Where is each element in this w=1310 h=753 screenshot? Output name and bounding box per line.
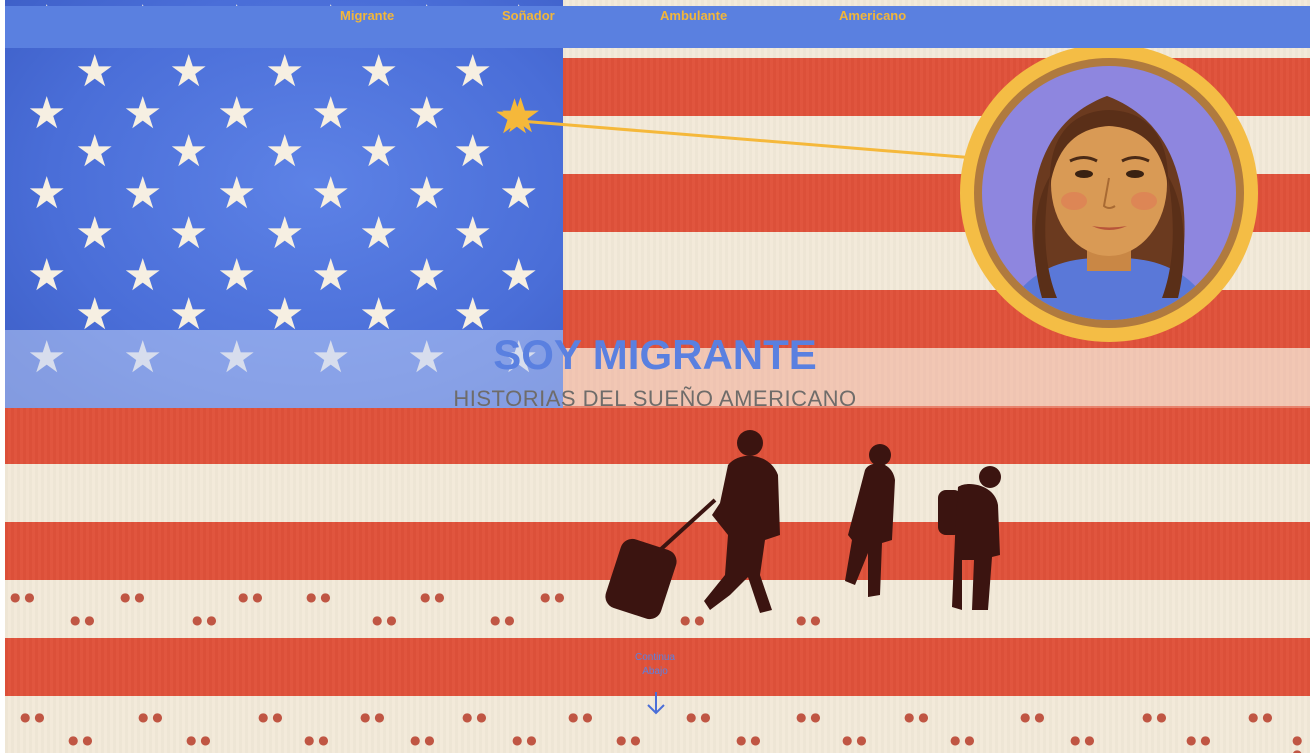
flag-star-icon: ★: [407, 250, 447, 301]
footprint-icon: ● ●: [568, 710, 593, 724]
flag-star-icon: ★: [359, 46, 399, 97]
flag-star-icon: ★: [169, 289, 209, 340]
footprint-icon: ● ●: [138, 710, 163, 724]
portrait-ring: [974, 58, 1244, 328]
flag-star-icon: ★: [407, 168, 447, 219]
canton-overlay: [5, 330, 563, 408]
flag-star-icon: ★: [75, 46, 115, 97]
stripe-overlay: [563, 348, 1310, 408]
footprint-icon: ● ●: [192, 613, 217, 627]
footprint-icon: ● ●: [686, 710, 711, 724]
flag-star-icon: ★: [499, 88, 543, 144]
flag-star-icon: ★: [169, 126, 209, 177]
portrait-frame: [960, 44, 1258, 342]
gold-star-icon: ★: [493, 89, 537, 145]
page-title: SOY MIGRANTE: [493, 331, 817, 378]
flag-star-icon: ★: [311, 168, 351, 219]
nav-item-migrante[interactable]: Migrante: [340, 8, 395, 23]
footprint-icon: ● ●: [680, 613, 705, 627]
flag-star-icon: ★: [359, 289, 399, 340]
footprint-icon: ● ●: [736, 733, 761, 747]
footprint-icon: ● ●: [70, 613, 95, 627]
flag-star-icon: ★: [407, 88, 447, 139]
footprint-icon: ● ●: [238, 590, 263, 604]
footprint-icon: ● ●: [616, 733, 641, 747]
footprint-icon: ● ●: [304, 733, 329, 747]
footprint-icon: ● ●: [258, 710, 283, 724]
flag-star-icon: ★: [75, 208, 115, 259]
footprint-icon: ● ●: [68, 733, 93, 747]
page-edge: [0, 0, 5, 753]
flag-star-icon: ★: [265, 289, 305, 340]
flag-star-icon: ★: [217, 168, 257, 219]
footprint-icon: ● ●: [512, 733, 537, 747]
migrants-silhouette-illustration: [605, 430, 1001, 620]
flag-star-icon: ★: [217, 250, 257, 301]
flag-star-icon: ★: [311, 250, 351, 301]
footprint-icon: ● ●: [410, 733, 435, 747]
flag-star-icon: ★: [499, 168, 539, 219]
scroll-hint[interactable]: Continua Abajo: [605, 651, 705, 679]
footprint-icon: ● ●: [186, 733, 211, 747]
footprint-icon: ● ●: [796, 613, 821, 627]
flag-star-icon: ★: [453, 208, 493, 259]
flag-star-icon: ★: [75, 126, 115, 177]
footprint-icon: ● ●: [1292, 733, 1303, 753]
footprint-icon: ● ●: [842, 733, 867, 747]
flag-star-icon: ★: [265, 46, 305, 97]
nav-item-americano[interactable]: Americano: [839, 8, 907, 23]
footprint-icon: ● ●: [904, 710, 929, 724]
flag-star-icon: ★: [169, 46, 209, 97]
flag-star-icon: ★: [453, 126, 493, 177]
flag-star-icon: ★: [75, 289, 115, 340]
flag-star-icon: ★: [265, 126, 305, 177]
flag-star-icon: ★: [123, 88, 163, 139]
nav-item-sonador[interactable]: Soñador: [502, 8, 555, 23]
footprint-icon: ● ●: [306, 590, 331, 604]
nav-item-ambulante[interactable]: Ambulante: [660, 8, 728, 23]
footprint-icon: ● ●: [360, 710, 385, 724]
footprint-icon: ● ●: [1070, 733, 1095, 747]
flag-star-icon: ★: [27, 250, 67, 301]
flag-star-icon: ★: [359, 208, 399, 259]
flag-star-icon: ★: [27, 168, 67, 219]
page-subtitle: HISTORIAS DEL SUEÑO AMERICANO: [453, 386, 857, 411]
flag-star-icon: ★: [265, 208, 305, 259]
flag-star-icon: ★: [311, 88, 351, 139]
footprint-icon: ● ●: [490, 613, 515, 627]
footprint-icon: ● ●: [120, 590, 145, 604]
flag-star-icon: ★: [27, 88, 67, 139]
footprint-icon: ● ●: [10, 590, 35, 604]
footprint-icon: ● ●: [420, 590, 445, 604]
flag-star-icon: ★: [217, 88, 257, 139]
flag-star-icon: ★: [359, 126, 399, 177]
footprint-icon: ● ●: [540, 590, 565, 604]
scroll-hint-line2: Abajo: [642, 666, 668, 677]
footprint-icon: ● ●: [796, 710, 821, 724]
footprint-icon: ● ●: [1248, 710, 1273, 724]
footprint-icon: ● ●: [1142, 710, 1167, 724]
portrait-image: [982, 66, 1236, 320]
flag-star-icon: ★: [453, 46, 493, 97]
footprint-icon: ● ●: [1020, 710, 1045, 724]
footprint-icon: ● ●: [462, 710, 487, 724]
footprint-icon: ● ●: [372, 613, 397, 627]
footprint-icon: ● ●: [20, 710, 45, 724]
flag-star-icon: ★: [499, 250, 539, 301]
woman-portrait-illustration: [1002, 96, 1217, 320]
flag-star-icon: ★: [169, 208, 209, 259]
footprint-icon: ● ●: [950, 733, 975, 747]
top-nav: Migrante Soñador Ambulante Americano: [5, 6, 1310, 48]
flag-star-icon: ★: [453, 289, 493, 340]
footprint-icon: ● ●: [1186, 733, 1211, 747]
arrow-down-icon[interactable]: [641, 689, 671, 719]
scroll-hint-line1: Continua: [634, 652, 676, 663]
flag-star-icon: ★: [123, 168, 163, 219]
flag-star-icon: ★: [123, 250, 163, 301]
